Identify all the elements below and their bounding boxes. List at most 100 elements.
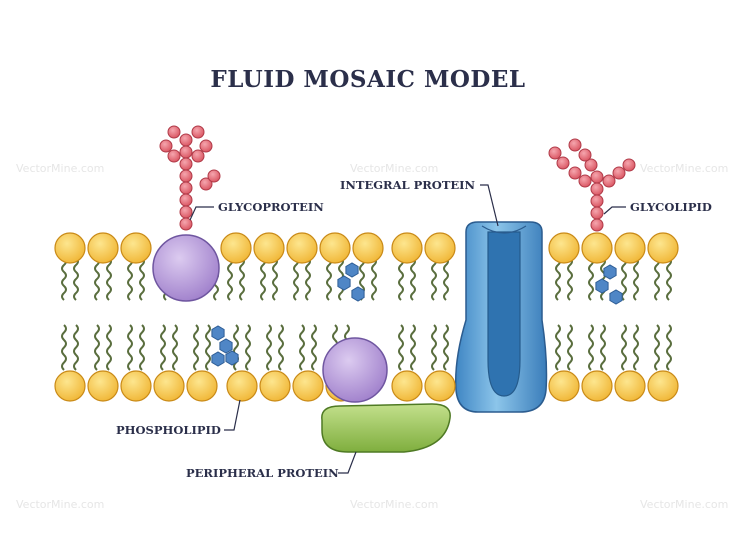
lipid-tail (227, 257, 233, 301)
lipid-tail (106, 257, 112, 301)
lipid-tail (61, 257, 67, 301)
peripheral-protein (321, 403, 451, 453)
cholesterol-hexagon (211, 351, 225, 367)
sugar-bead (179, 145, 193, 159)
lipid-tail (398, 324, 404, 371)
lipid-tail (633, 324, 639, 371)
sugar-bead (590, 194, 604, 208)
lipid-tail (410, 257, 416, 301)
integral-protein-channel (487, 231, 521, 397)
lipid-tail (61, 324, 67, 371)
sugar-bead (179, 157, 193, 171)
lipid-tail (205, 324, 211, 371)
diagram-title: FLUID MOSAIC MODEL (210, 66, 526, 93)
peripheral-protein-sphere (322, 337, 388, 403)
phospholipid-head (424, 370, 456, 402)
leader-peripheral-protein (338, 451, 357, 474)
cholesterol-hexagon (219, 338, 233, 354)
lipid-tail (272, 257, 278, 301)
label-glycoprotein: GLYCOPROTEIN (218, 200, 324, 214)
leader-glycoprotein (189, 206, 214, 221)
phospholipid-head (581, 370, 613, 402)
watermark-text: VectorMine.com (16, 498, 105, 511)
lipid-tail (266, 324, 272, 371)
phospholipid-head (286, 232, 318, 264)
sugar-bead (179, 181, 193, 195)
sugar-bead (602, 174, 616, 188)
sugar-bead (179, 133, 193, 147)
lipid-tail (633, 257, 639, 301)
sugar-bead (199, 177, 213, 191)
foreground-layer (159, 125, 636, 453)
cholesterol-hexagon (337, 275, 351, 291)
lipid-tail (567, 257, 573, 301)
sugar-bead (590, 170, 604, 184)
phospholipid-head (220, 232, 252, 264)
phospholipid-head (424, 232, 456, 264)
phospholipid-head (647, 232, 679, 264)
lipid-tail (305, 257, 311, 301)
lipid-tail (431, 324, 437, 371)
lipid-tail (311, 324, 317, 371)
phospholipid-head (647, 370, 679, 402)
phospholipid-head (614, 232, 646, 264)
label-phospholipid: PHOSPHOLIPID (116, 423, 221, 437)
lipid-tails-layer (61, 257, 672, 371)
leader-phospholipid (224, 399, 241, 431)
lipid-tail (588, 257, 594, 301)
lipid-tail (443, 257, 449, 301)
leader-integral-protein (480, 184, 499, 227)
phospholipid-head (87, 232, 119, 264)
lipid-tail (139, 257, 145, 301)
lipid-tail (567, 324, 573, 371)
proteins-layer (152, 221, 548, 413)
lipid-tail (73, 257, 79, 301)
lipid-tail (160, 324, 166, 371)
watermark-text: VectorMine.com (16, 162, 105, 175)
label-peripheral-protein: PERIPHERAL PROTEIN (186, 466, 339, 480)
lipid-tail (127, 257, 133, 301)
lipid-tail (106, 324, 112, 371)
sugar-bead (622, 158, 636, 172)
lipid-tail (172, 324, 178, 371)
phospholipid-head (581, 232, 613, 264)
lipid-tail (94, 324, 100, 371)
cholesterol-hexagon (225, 350, 239, 366)
phospholipid-head (391, 232, 423, 264)
lipid-tail (293, 257, 299, 301)
phospholipid-head (120, 232, 152, 264)
sugar-bead (179, 169, 193, 183)
lipid-tail (193, 324, 199, 371)
lipid-tail (371, 257, 377, 301)
lipid-tail (139, 324, 145, 371)
lipid-tail (600, 324, 606, 371)
watermark-text: VectorMine.com (350, 498, 439, 511)
sugar-bead (590, 218, 604, 232)
lipid-tail (239, 257, 245, 301)
sugar-bead (612, 166, 626, 180)
lipid-tail (398, 257, 404, 301)
cholesterol-hexagon (345, 262, 359, 278)
lipid-tail (555, 324, 561, 371)
phospholipid-head (614, 370, 646, 402)
label-glycolipid: GLYCOLIPID (630, 200, 712, 214)
sugar-bead (578, 148, 592, 162)
phospholipid-head (352, 232, 384, 264)
phospholipid-head (226, 370, 258, 402)
phospholipid-head (548, 370, 580, 402)
watermark-text: VectorMine.com (640, 162, 729, 175)
watermark-text: VectorMine.com (640, 498, 729, 511)
sugar-bead (590, 206, 604, 220)
label-integral-protein: INTEGRAL PROTEIN (340, 178, 476, 192)
lipid-tail (666, 257, 672, 301)
sugar-bead (556, 156, 570, 170)
sugar-bead (159, 139, 173, 153)
lipid-tail (666, 324, 672, 371)
sugar-bead (578, 174, 592, 188)
integral-protein-rim (481, 225, 527, 234)
lipid-tail (621, 257, 627, 301)
phospholipid-head (391, 370, 423, 402)
lipid-tail (245, 324, 251, 371)
